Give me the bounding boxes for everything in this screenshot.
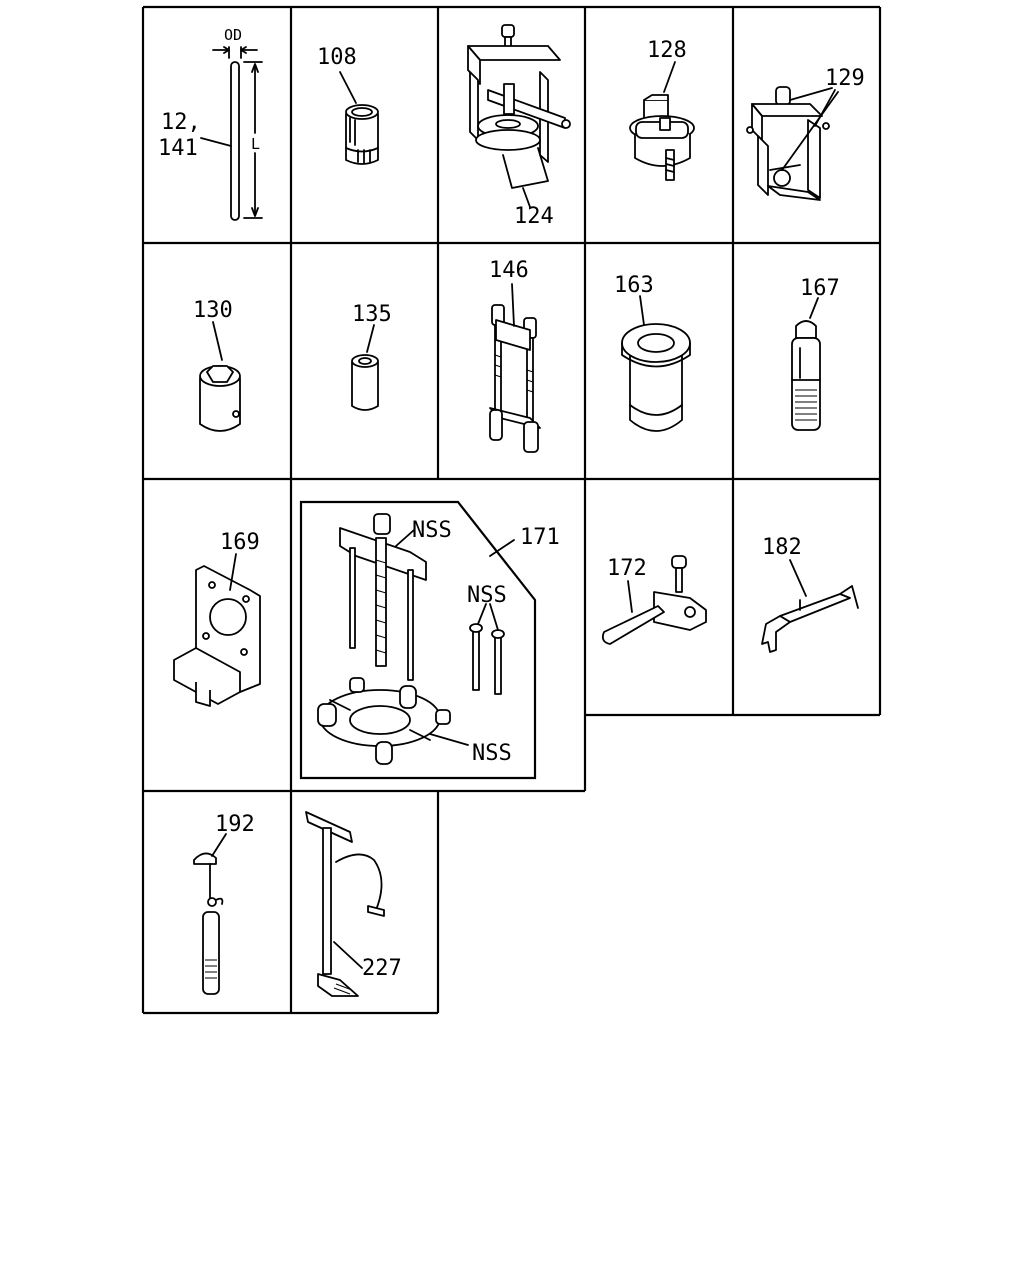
label-part-146: 146 xyxy=(489,258,529,283)
label-part-169: 169 xyxy=(220,530,260,555)
label-part-227: 227 xyxy=(362,956,402,981)
label-part-12: 12, xyxy=(161,110,201,135)
part-hex-socket-130 xyxy=(199,321,241,432)
label-length: L xyxy=(251,135,260,153)
part-puller-129 xyxy=(746,86,839,201)
label-od: OD xyxy=(224,26,242,44)
part-rod-12-141 xyxy=(200,46,263,221)
part-holder-172 xyxy=(601,555,707,645)
part-kit-171 xyxy=(299,500,537,780)
part-driver-167 xyxy=(791,297,821,431)
label-part-124: 124 xyxy=(514,204,554,229)
label-part-129: 129 xyxy=(825,66,865,91)
label-part-141: 141 xyxy=(158,136,198,161)
label-part-128: 128 xyxy=(647,38,687,63)
part-sleeve-135 xyxy=(351,324,379,411)
label-part-108: 108 xyxy=(317,45,357,70)
label-nss-puller: NSS xyxy=(412,518,452,543)
label-part-167: 167 xyxy=(800,276,840,301)
part-bolts-146 xyxy=(489,283,541,453)
part-socket-108 xyxy=(339,71,379,165)
label-part-130: 130 xyxy=(193,298,233,323)
label-part-135: 135 xyxy=(352,302,392,327)
part-remover-128 xyxy=(629,61,695,181)
grid-lines xyxy=(141,5,882,1015)
part-press-124 xyxy=(467,24,571,208)
part-bracket-182 xyxy=(761,559,859,653)
part-installer-163 xyxy=(621,295,691,432)
label-nss-separator: NSS xyxy=(472,741,512,766)
part-pump-227 xyxy=(305,811,385,997)
part-gauge-192 xyxy=(193,833,227,995)
part-bracket-169 xyxy=(173,553,261,707)
label-part-172: 172 xyxy=(607,556,647,581)
label-part-182: 182 xyxy=(762,535,802,560)
label-part-163: 163 xyxy=(614,273,654,298)
label-nss-bolts: NSS xyxy=(467,583,507,608)
label-part-192: 192 xyxy=(215,812,255,837)
label-part-171: 171 xyxy=(520,525,560,550)
